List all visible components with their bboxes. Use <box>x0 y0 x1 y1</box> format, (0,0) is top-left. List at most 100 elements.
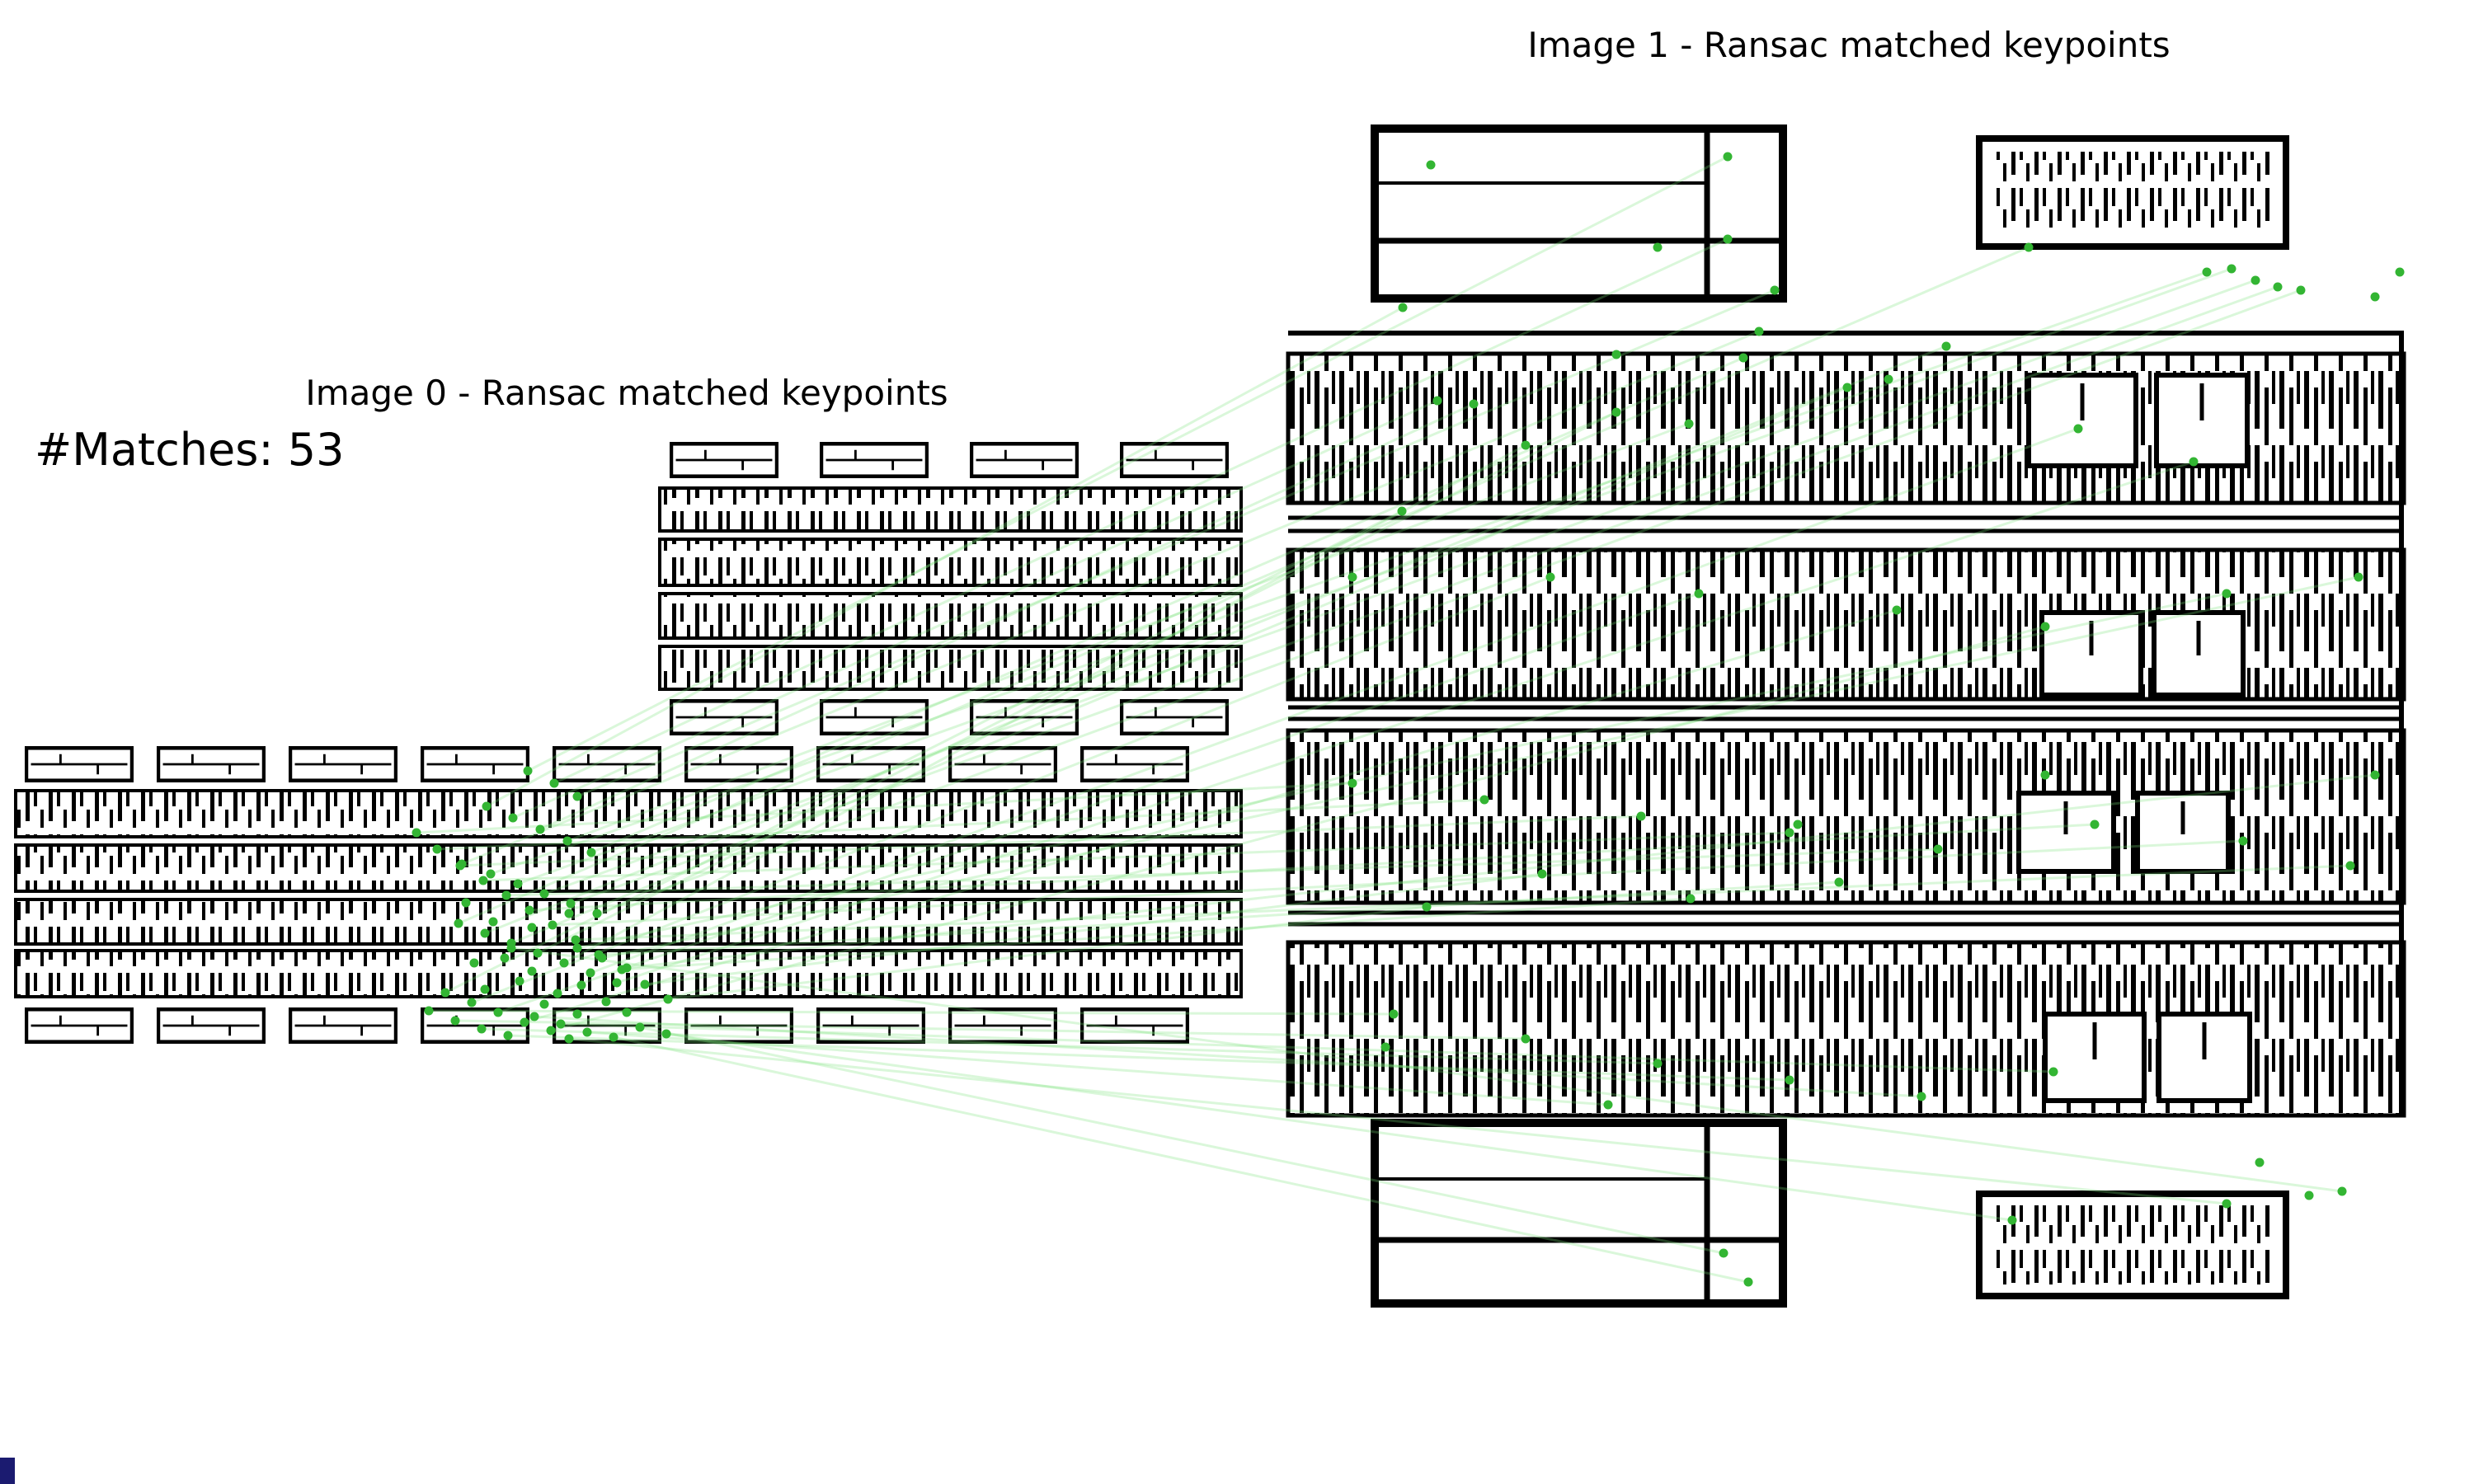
keypoint-dot <box>635 1022 645 1032</box>
keypoint-dot <box>533 948 543 958</box>
keypoint-dot <box>513 879 523 889</box>
keypoint-dot <box>622 1007 632 1017</box>
plan1-hall-top-left <box>1371 124 1787 303</box>
plan1-band-c <box>1286 728 2406 905</box>
keypoint-dot <box>663 994 673 1004</box>
keypoint-dot <box>2354 572 2363 582</box>
keypoint-dot <box>2227 264 2236 274</box>
keypoint-dot <box>553 989 562 998</box>
keypoint-dot <box>564 909 574 918</box>
keypoint-dot <box>564 1034 574 1044</box>
keypoint-dot <box>2090 819 2100 829</box>
keypoint-dot <box>480 928 490 938</box>
match-line <box>549 625 2047 1032</box>
keypoint-dot <box>2345 861 2355 871</box>
plan0-band <box>658 538 1243 587</box>
match-line <box>480 1027 1659 1065</box>
keypoint-dot <box>1933 844 1943 854</box>
match-line <box>553 237 1729 785</box>
keypoint-dot <box>1469 399 1479 409</box>
keypoint-dot <box>546 1026 556 1036</box>
keypoint-dot <box>469 958 479 968</box>
keypoint-dot <box>566 899 576 909</box>
keypoint-dot <box>592 909 602 918</box>
keypoint-dot <box>548 920 557 930</box>
keypoint-dot <box>559 958 569 968</box>
match-line <box>562 444 1527 965</box>
match-line <box>589 427 2080 974</box>
match-line <box>457 246 2030 925</box>
plan0-band <box>14 843 1243 893</box>
match-line <box>566 422 1691 843</box>
match-line <box>427 1009 1395 1016</box>
keypoint-dot <box>612 978 622 988</box>
match-line <box>533 1015 1923 1098</box>
keypoint-dot <box>1892 605 1902 615</box>
keypoint-dot <box>2273 282 2283 292</box>
plan1-room-bottom-right <box>1976 1190 2289 1299</box>
match-line <box>523 608 1898 1024</box>
keypoint-dot <box>2040 770 2050 780</box>
keypoint-dot <box>2370 770 2380 780</box>
keypoint-dot <box>500 953 510 963</box>
keypoint-dot <box>1521 1034 1531 1044</box>
keypoint-dot <box>576 980 586 990</box>
keypoint-dot <box>601 997 611 1007</box>
plan1-band-d <box>1286 940 2406 1118</box>
keypoint-dot <box>640 979 650 989</box>
keypoint-dot <box>527 923 537 932</box>
match-line <box>643 872 1544 986</box>
keypoint-dot <box>1834 877 1844 887</box>
keypoint-dot <box>523 766 533 776</box>
keypoint-dot <box>1611 407 1621 417</box>
match-line <box>506 1034 1791 1082</box>
keypoint-dot <box>1653 1059 1663 1068</box>
corner-marker <box>0 1458 15 1484</box>
keypoint-dot <box>2222 1199 2232 1209</box>
keypoint-dot <box>520 1017 529 1027</box>
keypoint-dot <box>2370 292 2380 302</box>
keypoint-dot <box>1653 242 1663 252</box>
keypoint-dot <box>2024 242 2034 252</box>
match-line <box>511 399 1439 819</box>
keypoint-dot <box>1684 419 1694 429</box>
keypoint-dot <box>1941 341 1951 351</box>
match-line <box>625 773 2377 970</box>
keypoint-dot <box>1723 234 1733 244</box>
plan1-band-b <box>1286 547 2406 702</box>
keypoint-dot <box>1719 1248 1729 1258</box>
keypoint-dot <box>2296 285 2306 295</box>
match-line <box>551 839 2245 927</box>
keypoint-dot <box>450 1016 460 1026</box>
keypoint-dot <box>2251 275 2260 285</box>
keypoint-dot <box>1738 353 1748 363</box>
keypoint-dot <box>2040 622 2050 632</box>
keypoint-dot <box>617 965 627 974</box>
match-line <box>485 306 1404 808</box>
keypoint-dot <box>477 1024 487 1034</box>
match-line <box>586 1031 1610 1106</box>
keypoint-dot <box>609 1032 618 1042</box>
keypoint-dot <box>480 984 490 994</box>
keypoint-dot <box>556 1019 566 1029</box>
keypoint-dot <box>1723 152 1733 162</box>
match-line <box>559 1022 2055 1073</box>
keypoint-dot <box>493 1007 503 1017</box>
keypoint-dot <box>1422 902 1432 912</box>
keypoint-dot <box>1743 1277 1753 1287</box>
keypoint-dot <box>2048 1067 2058 1077</box>
match-line <box>620 897 1692 971</box>
keypoint-dot <box>440 988 450 998</box>
keypoint-dot <box>1348 778 1357 788</box>
keypoint-dot <box>515 976 524 986</box>
keypoint-dot <box>1389 1009 1399 1019</box>
keypoint-dot <box>572 943 582 953</box>
keypoint-dot <box>1603 1100 1613 1110</box>
match-line <box>590 356 1745 854</box>
keypoint-dot <box>594 950 604 960</box>
keypoint-dot <box>488 917 498 927</box>
plan1-hall-bottom-left <box>1371 1119 1787 1308</box>
keypoint-dot <box>1785 1075 1794 1085</box>
